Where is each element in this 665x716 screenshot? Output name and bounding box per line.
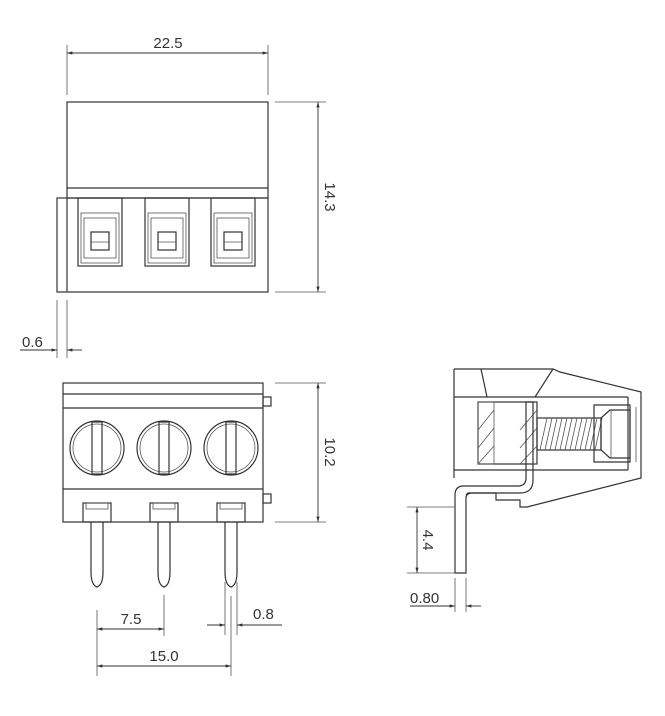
thread-line (559, 417, 568, 451)
thread-line (539, 417, 548, 451)
thread-line (584, 417, 593, 451)
top-view: 22.5 14.3 0.6 (20, 35, 338, 358)
screw (69, 420, 125, 476)
dim-pitch: 7.5 (121, 611, 142, 628)
dim-pin-span: 15.0 (149, 648, 178, 665)
dim-side-pin-length: 4.4 (419, 530, 436, 551)
dim-front-height: 10.2 (321, 437, 338, 466)
front-view: 10.2 7.5 15.0 0.8 (62, 382, 338, 676)
dim-offset: 0.6 (22, 334, 43, 351)
dim-top-height: 14.3 (321, 182, 338, 211)
wire-entry (210, 197, 256, 267)
thread-line (549, 417, 558, 451)
screw (136, 420, 192, 476)
thread-line (564, 417, 573, 451)
dim-top-width: 22.5 (153, 35, 182, 52)
pin (82, 502, 112, 588)
thread-line (569, 417, 578, 451)
dim-side-pin-width: 0.80 (410, 590, 439, 607)
side-view: 4.4 0.80 (407, 368, 642, 612)
thread-line (579, 417, 588, 451)
thread-line (554, 417, 563, 451)
dim-pin-width: 0.8 (253, 606, 274, 623)
pin (216, 502, 246, 588)
wire-entry (144, 197, 190, 267)
wire-entry (77, 197, 123, 267)
thread-line (544, 417, 553, 451)
pin (149, 502, 179, 588)
screw (203, 420, 259, 476)
thread-line (574, 417, 583, 451)
